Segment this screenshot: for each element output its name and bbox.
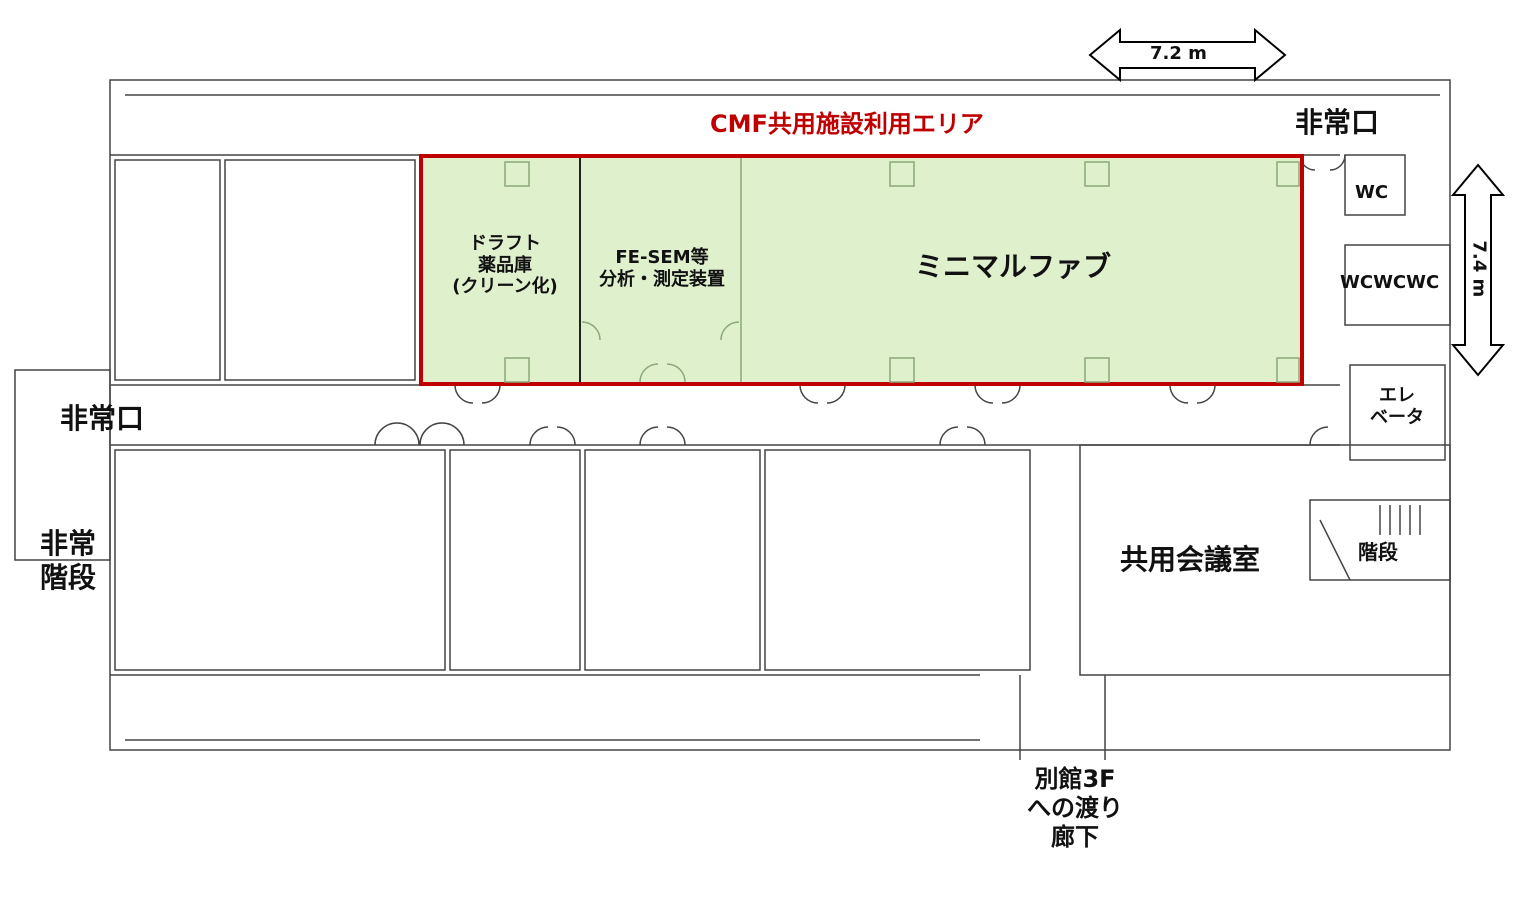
room-label-fe-sem: FE-SEM等 分析・測定装置: [599, 247, 725, 290]
door-arc: [720, 321, 740, 341]
door-arc: [666, 363, 686, 383]
dimension-label-right: 7.4 m: [1468, 240, 1490, 298]
door-arc: [529, 426, 549, 446]
room-label-wc: WC: [1355, 182, 1389, 203]
column: [889, 161, 915, 187]
column: [504, 357, 530, 383]
wc-multi-outline: [1344, 244, 1451, 326]
room-label-wc-multi: WCWCWC: [1340, 272, 1440, 293]
wc-single-outline: [1344, 154, 1406, 216]
label-emergency-exit-left: 非常口: [60, 402, 145, 435]
door-arc: [666, 426, 686, 446]
dimension-label-top: 7.2 m: [1150, 43, 1207, 64]
door-arc: [1309, 426, 1329, 446]
column: [1276, 161, 1300, 187]
column: [1084, 357, 1110, 383]
stair-tread: [1319, 519, 1351, 581]
door-arc: [481, 384, 501, 404]
stairs-outline: [1309, 499, 1451, 581]
door-arc: [974, 384, 994, 404]
door-arc: [556, 426, 576, 446]
door-arc: [639, 363, 659, 383]
dimension-arrow-top: [1088, 27, 1287, 83]
door-arc: [419, 422, 465, 446]
room-label-elevator: エレ ベータ: [1370, 385, 1424, 428]
upper-room-2: [224, 159, 416, 381]
cmf-highlight-area: [419, 154, 1304, 386]
room-label-minimal-fab: ミニマルファブ: [915, 250, 1112, 283]
cmf-area-title: CMF共用施設利用エリア: [710, 110, 984, 138]
door-arc: [454, 384, 474, 404]
elevator-outline: [1349, 364, 1446, 461]
door-arc: [939, 426, 959, 446]
column: [1276, 357, 1300, 383]
room-label-stairs: 階段: [1358, 540, 1398, 564]
emergency-stair-outline: [14, 369, 111, 561]
door-arc: [639, 426, 659, 446]
label-emergency-exit-top-right: 非常口: [1295, 106, 1380, 139]
door-arc: [374, 422, 420, 446]
column: [889, 357, 915, 383]
lower-room-1: [114, 449, 446, 671]
column: [504, 161, 530, 187]
label-emergency-stairs: 非常 階段: [39, 527, 96, 594]
door-arc: [799, 384, 819, 404]
label-annex-corridor: 別館3F への渡り 廊下: [1027, 765, 1123, 851]
room-label-meeting-room: 共用会議室: [1120, 543, 1261, 576]
lower-room-4: [764, 449, 1031, 671]
door-arc: [1196, 384, 1216, 404]
room-label-draft-storage: ドラフト 薬品庫 (クリーン化): [452, 233, 558, 298]
dimension-arrow-right: [1450, 163, 1506, 377]
door-arc: [1329, 154, 1346, 171]
door-arc: [1169, 384, 1189, 404]
door-arc: [581, 321, 601, 341]
column: [1084, 161, 1110, 187]
door-arc: [966, 426, 986, 446]
lower-room-3: [584, 449, 761, 671]
lower-room-2: [449, 449, 581, 671]
door-arc: [1001, 384, 1021, 404]
upper-room-1: [114, 159, 221, 381]
door-arc: [826, 384, 846, 404]
